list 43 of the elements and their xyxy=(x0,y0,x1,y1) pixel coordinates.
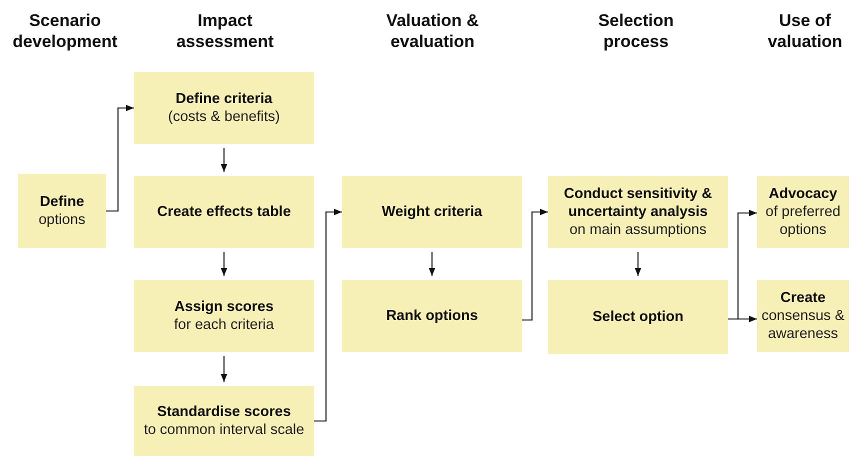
arrow xyxy=(728,316,757,322)
process-box xyxy=(757,280,849,352)
process-box xyxy=(548,176,728,248)
arrow xyxy=(634,252,642,276)
process-box xyxy=(757,176,849,248)
box-heading: Assign scores xyxy=(174,298,274,316)
box-text: to common interval scale xyxy=(144,421,304,439)
box-text: options xyxy=(38,211,86,229)
process-box xyxy=(342,280,522,352)
box-text: for each criteria xyxy=(174,316,274,334)
box-heading: Conduct sensitivity & uncertainty analysis xyxy=(562,185,714,221)
box-text: consensus & awareness xyxy=(760,307,846,343)
process-box xyxy=(548,280,728,354)
arrow xyxy=(220,148,228,172)
box-heading: Standardise scores xyxy=(157,403,291,421)
process-box xyxy=(134,72,314,144)
arrow xyxy=(314,208,342,422)
box-heading: Advocacy xyxy=(768,185,838,203)
process-box xyxy=(18,174,106,248)
arrow xyxy=(220,252,228,276)
column-header: Selection process xyxy=(597,10,675,52)
box-heading: Create effects table xyxy=(157,203,291,221)
process-box xyxy=(342,176,522,248)
box-heading: Create xyxy=(780,289,826,307)
box-text: of preferred options xyxy=(764,203,842,239)
column-header: Use of valuation xyxy=(766,10,844,52)
box-text: on main assumptions xyxy=(569,221,706,239)
column-header: Scenario development xyxy=(12,10,118,52)
arrow xyxy=(220,356,228,382)
column-header: Impact assessment xyxy=(175,10,275,52)
box-text: (costs & benefits) xyxy=(168,108,280,126)
box-heading: Rank options xyxy=(386,307,478,325)
arrow xyxy=(106,104,134,212)
box-heading: Weight criteria xyxy=(382,203,482,221)
process-box xyxy=(134,280,314,352)
process-box xyxy=(134,176,314,248)
arrow xyxy=(522,208,548,321)
box-heading: Select option xyxy=(592,308,684,326)
column-header: Valuation & evaluation xyxy=(385,10,480,52)
box-heading: Define xyxy=(40,193,84,211)
arrow xyxy=(428,252,436,276)
process-box xyxy=(134,386,314,456)
box-heading: Define criteria xyxy=(176,90,272,108)
